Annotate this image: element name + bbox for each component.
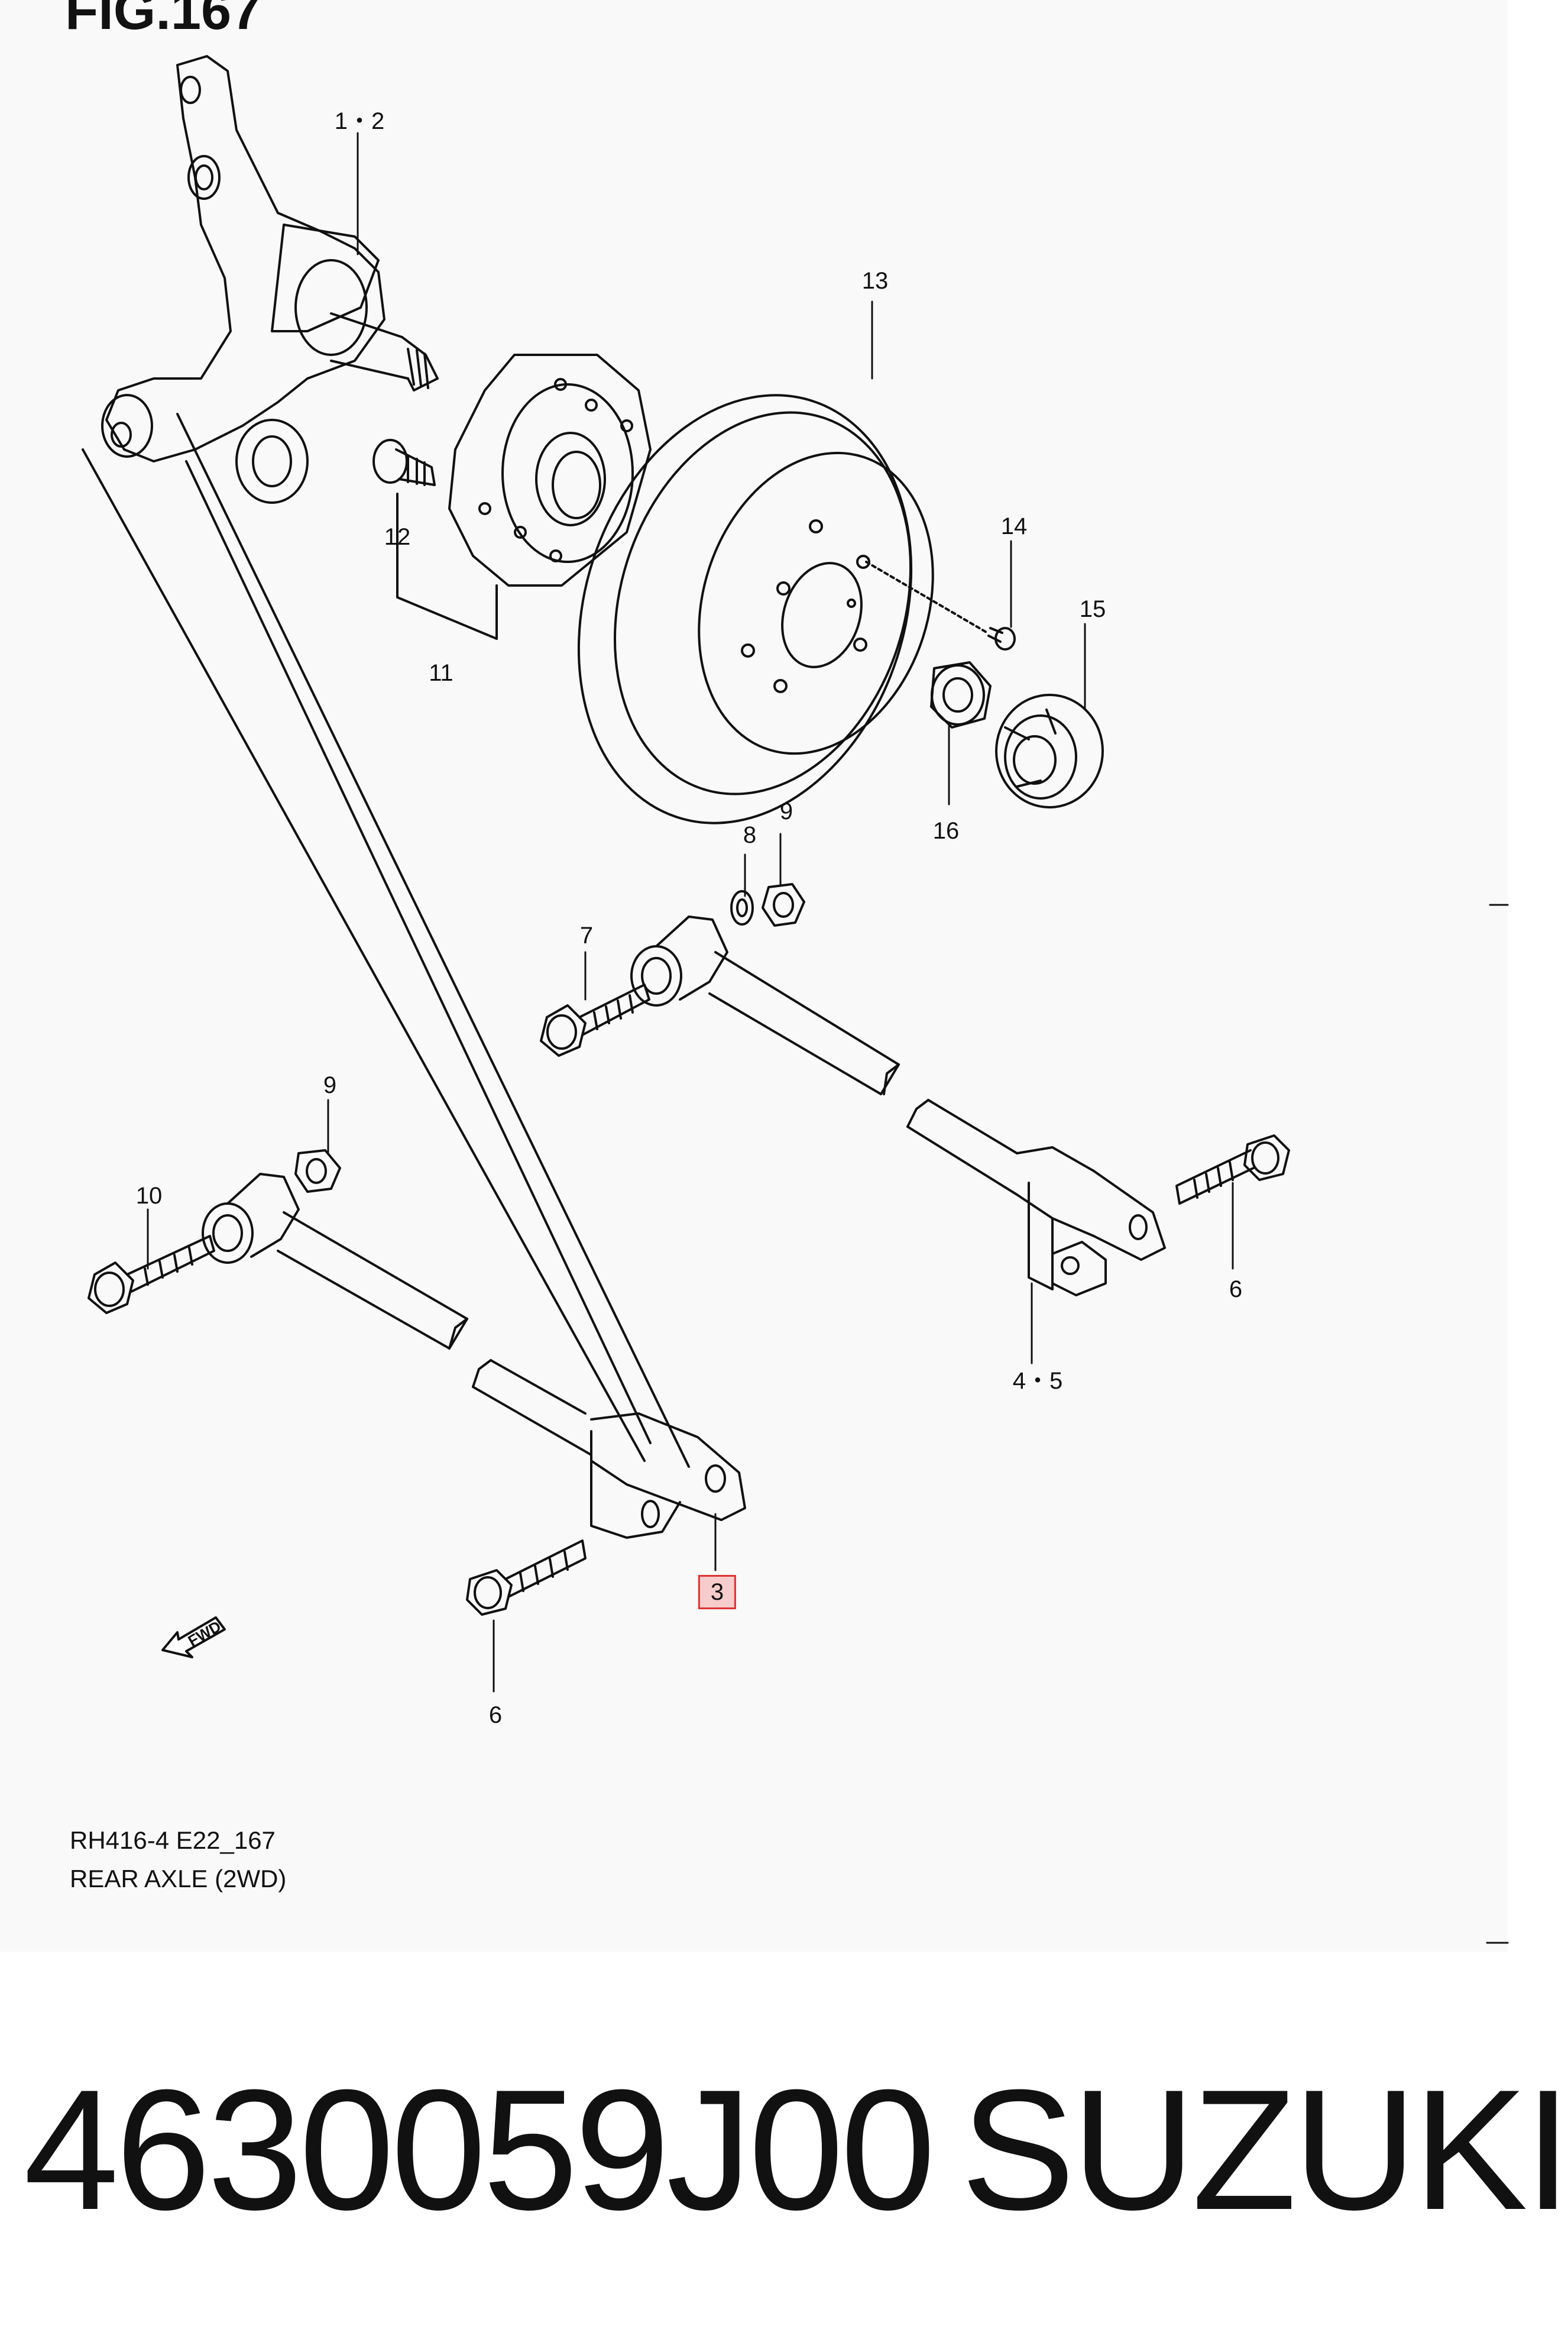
callout-13: 13: [861, 268, 889, 294]
callout-1-2: 1・2: [334, 108, 385, 134]
callout-14: 14: [1000, 513, 1028, 539]
callout-6-upper: 6: [1229, 1276, 1243, 1302]
figure-header: FIG.167: [65, 0, 262, 41]
exploded-parts-diagram: FWD: [82, 55, 1509, 1944]
callout-8: 8: [743, 822, 757, 848]
hub-nut-part: [930, 661, 992, 729]
part-number: 4630059J00: [24, 2054, 936, 2246]
wheel-hub-part: [448, 354, 652, 587]
callout-4-5: 4・5: [1012, 1368, 1063, 1394]
callout-11: 11: [429, 660, 453, 686]
callout-10: 10: [135, 1183, 163, 1209]
section-title: REAR AXLE (2WD): [70, 1865, 287, 1893]
upper-lateral-rod-part: [540, 883, 1290, 1296]
lower-lateral-rod-part: [88, 1149, 746, 1616]
hub-bolt-part: [372, 439, 436, 486]
callout-16: 16: [932, 818, 960, 844]
catalog-code: RH416-4 E22_167: [70, 1826, 276, 1854]
callout-3-highlighted[interactable]: 3: [698, 1575, 737, 1609]
callout-9-upper: 9: [779, 798, 793, 824]
callout-7: 7: [579, 923, 594, 949]
drum-screw-part: [865, 561, 1016, 651]
callout-bracket-11: [396, 493, 498, 640]
callout-9-lower: 9: [323, 1072, 337, 1098]
callout-12: 12: [384, 524, 411, 550]
brand-name: SUZUKI: [961, 2054, 1568, 2246]
fwd-arrow-icon: FWD: [161, 1616, 226, 1658]
callout-6-lower: 6: [488, 1702, 503, 1728]
leader-lines: [147, 132, 1234, 1693]
axle-beam-lines: [82, 413, 690, 1468]
grease-cap-part: [995, 694, 1104, 808]
callout-15: 15: [1079, 596, 1106, 622]
knuckle-part: [101, 55, 439, 504]
brake-drum-part: [577, 394, 934, 824]
